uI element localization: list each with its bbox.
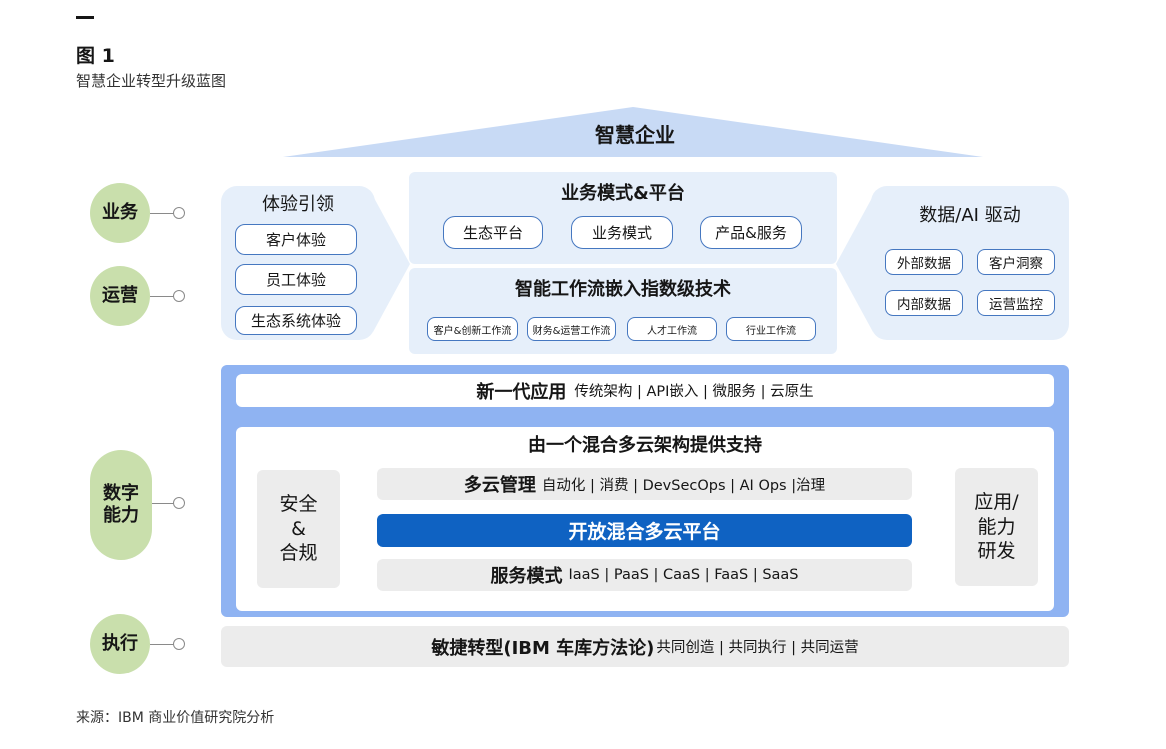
data-ai-arrow xyxy=(836,196,873,332)
workflow-item-customer-innovation: 客户&创新工作流 xyxy=(427,317,518,341)
roof-title: 智慧企业 xyxy=(595,122,675,147)
experience-item-customer: 客户体验 xyxy=(235,224,357,255)
agile-transformation-bar: 敏捷转型(IBM 车库方法论) 共同创造 | 共同执行 | 共同运营 xyxy=(221,626,1069,667)
top-rule xyxy=(76,16,94,19)
source-note: 来源：IBM 商业价值研究院分析 xyxy=(76,710,275,726)
connector-execution xyxy=(150,644,174,645)
service-model-detail: IaaS | PaaS | CaaS | FaaS | SaaS xyxy=(568,567,799,583)
hybrid-cloud-title: 由一个混合多云架构提供支持 xyxy=(528,435,762,456)
rd-line-2: 能力 xyxy=(977,515,1016,538)
new-apps-bar: 新一代应用 传统架构 | API嵌入 | 微服务 | 云原生 xyxy=(236,374,1054,407)
data-ai-item-ops-monitor: 运营监控 xyxy=(977,290,1055,316)
connector-dot-execution xyxy=(173,638,185,650)
security-line-3: 合规 xyxy=(279,542,318,565)
label-business-text: 业务 xyxy=(102,202,138,224)
data-ai-item-internal: 内部数据 xyxy=(885,290,963,316)
label-execution-text: 执行 xyxy=(102,633,138,655)
rd-line-1: 应用/ xyxy=(974,490,1019,513)
data-ai-title: 数据/AI 驱动 xyxy=(919,205,1021,226)
agile-title: 敏捷转型(IBM 车库方法论) xyxy=(431,637,655,659)
app-capability-rd-box: 应用/ 能力 研发 xyxy=(955,468,1038,586)
figure-number: 图 1 xyxy=(76,45,115,67)
security-line-2: & xyxy=(291,517,306,540)
workflow-item-talent: 人才工作流 xyxy=(627,317,717,341)
connector-business xyxy=(150,213,174,214)
multicloud-management-bar: 多云管理 自动化 | 消费 | DevSecOps | AI Ops |治理 xyxy=(377,468,912,500)
multicloud-detail: 自动化 | 消费 | DevSecOps | AI Ops |治理 xyxy=(541,477,826,494)
experience-title: 体验引领 xyxy=(262,194,334,215)
service-model-title: 服务模式 xyxy=(490,566,563,587)
label-execution: 执行 xyxy=(90,614,150,674)
security-line-1: 安全 xyxy=(279,492,318,515)
open-hybrid-platform-bar: 开放混合多云平台 xyxy=(377,514,912,547)
service-model-bar: 服务模式 IaaS | PaaS | CaaS | FaaS | SaaS xyxy=(377,559,912,591)
label-operations: 运营 xyxy=(90,266,150,326)
business-model-title: 业务模式&平台 xyxy=(561,183,685,204)
connector-dot-digital xyxy=(173,497,185,509)
experience-item-ecosystem: 生态系统体验 xyxy=(235,306,357,335)
business-model-item-product-service: 产品&服务 xyxy=(700,216,802,249)
business-model-item-eco-platform: 生态平台 xyxy=(443,216,543,249)
figure-subtitle: 智慧企业转型升级蓝图 xyxy=(76,72,227,90)
workflow-title: 智能工作流嵌入指数级技术 xyxy=(515,279,731,300)
new-apps-title: 新一代应用 xyxy=(476,381,567,403)
experience-item-employee: 员工体验 xyxy=(235,264,357,295)
agile-detail: 共同创造 | 共同执行 | 共同运营 xyxy=(656,640,859,656)
workflow-item-industry: 行业工作流 xyxy=(726,317,816,341)
new-apps-detail: 传统架构 | API嵌入 | 微服务 | 云原生 xyxy=(574,384,814,400)
experience-arrow xyxy=(373,196,410,332)
roof-triangle xyxy=(283,107,983,157)
data-ai-item-customer-insight: 客户洞察 xyxy=(977,249,1055,275)
label-operations-text: 运营 xyxy=(102,285,138,307)
label-digital: 数字 能力 xyxy=(90,450,152,560)
security-compliance-box: 安全 & 合规 xyxy=(257,470,340,588)
connector-dot-operations xyxy=(173,290,185,302)
multicloud-title: 多云管理 xyxy=(463,475,536,496)
label-digital-text-1: 数字 xyxy=(103,483,139,505)
rd-line-3: 研发 xyxy=(977,540,1016,563)
label-digital-text-2: 能力 xyxy=(103,505,139,526)
connector-operations xyxy=(150,296,174,297)
connector-dot-business xyxy=(173,207,185,219)
data-ai-item-external: 外部数据 xyxy=(885,249,963,275)
business-model-item-business-model: 业务模式 xyxy=(571,216,673,249)
label-business: 业务 xyxy=(90,183,150,243)
workflow-item-finance-ops: 财务&运营工作流 xyxy=(527,317,616,341)
connector-digital xyxy=(152,503,174,504)
